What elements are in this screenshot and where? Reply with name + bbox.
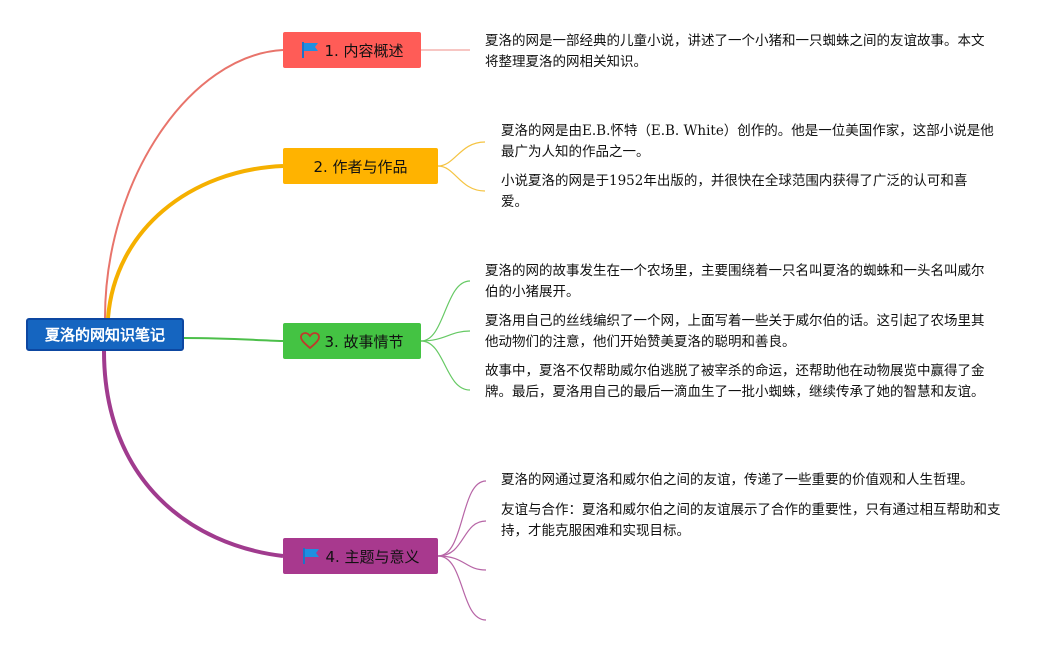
branch-topic-2-label: 2. 作者与作品 [313, 157, 408, 176]
connector-branch-3-leaf-3 [420, 340, 471, 391]
connector-root-branch-4 [102, 350, 284, 558]
leaf-1-1[interactable]: 夏洛的网是一部经典的儿童小说，讲述了一个小猪和一只蜘蛛之间的友谊故事。本文将整理… [485, 33, 985, 70]
root-topic-label: 夏洛的网知识笔记 [44, 326, 165, 344]
leaf-3-3[interactable]: 故事中，夏洛不仅帮助威尔伯逃脱了被宰杀的命运，还帮助他在动物展览中赢得了金牌。最… [485, 363, 985, 400]
branch-topic-4[interactable]: 4. 主题与意义 [283, 538, 438, 574]
connector-root-branch-2 [106, 164, 284, 319]
leaf-4-1[interactable]: 夏洛的网通过夏洛和威尔伯之间的友谊，传递了一些重要的价值观和人生哲理。 [501, 472, 974, 488]
leaf-3-2[interactable]: 夏洛用自己的丝线编织了一个网，上面写着一些关于威尔伯的话。这引起了农场里其他动物… [485, 313, 985, 350]
leaf-2-2[interactable]: 小说夏洛的网是于1952年出版的，并很快在全球范围内获得了广泛的认可和喜爱。 [501, 173, 968, 210]
branch-topic-3[interactable]: 3. 故事情节 [283, 323, 421, 359]
connector-branch-2-leaf-1 [437, 141, 486, 167]
branch-topic-1[interactable]: 1. 内容概述 [283, 32, 421, 68]
branch-topic-4-label: 4. 主题与意义 [325, 547, 420, 566]
connector-branch-3-leaf-2 [420, 330, 471, 342]
flag-icon [300, 41, 320, 59]
connector-branch-2-leaf-2 [437, 165, 486, 192]
connector-branch-3-leaf-1 [420, 280, 471, 342]
leaf-4-2[interactable]: 友谊与合作：夏洛和威尔伯之间的友谊展示了合作的重要性，只有通过相互帮助和支持，才… [501, 502, 1001, 539]
branch-topic-2[interactable]: 2. 作者与作品 [283, 148, 438, 184]
branch-topic-3-label: 3. 故事情节 [324, 332, 404, 351]
connector-branch-4-leaf-1 [437, 480, 487, 557]
branch-topic-1-label: 1. 内容概述 [324, 41, 404, 60]
connector-branch-4-leaf-4 [437, 555, 487, 621]
connector-branch-4-leaf-2 [437, 520, 487, 557]
connector-root-branch-1 [104, 49, 284, 319]
connector-branch-4-leaf-3 [437, 555, 487, 571]
root-topic[interactable]: 夏洛的网知识笔记 [26, 318, 184, 351]
flag-icon [301, 547, 321, 565]
leaf-2-1[interactable]: 夏洛的网是由E.B.怀特（E.B. White）创作的。他是一位美国作家，这部小… [501, 123, 994, 160]
heart-icon [300, 332, 321, 350]
connector-root-branch-3 [183, 337, 284, 342]
leaf-3-1[interactable]: 夏洛的网的故事发生在一个农场里，主要围绕着一只名叫夏洛的蜘蛛和一头名叫威尔伯的小… [485, 263, 985, 300]
